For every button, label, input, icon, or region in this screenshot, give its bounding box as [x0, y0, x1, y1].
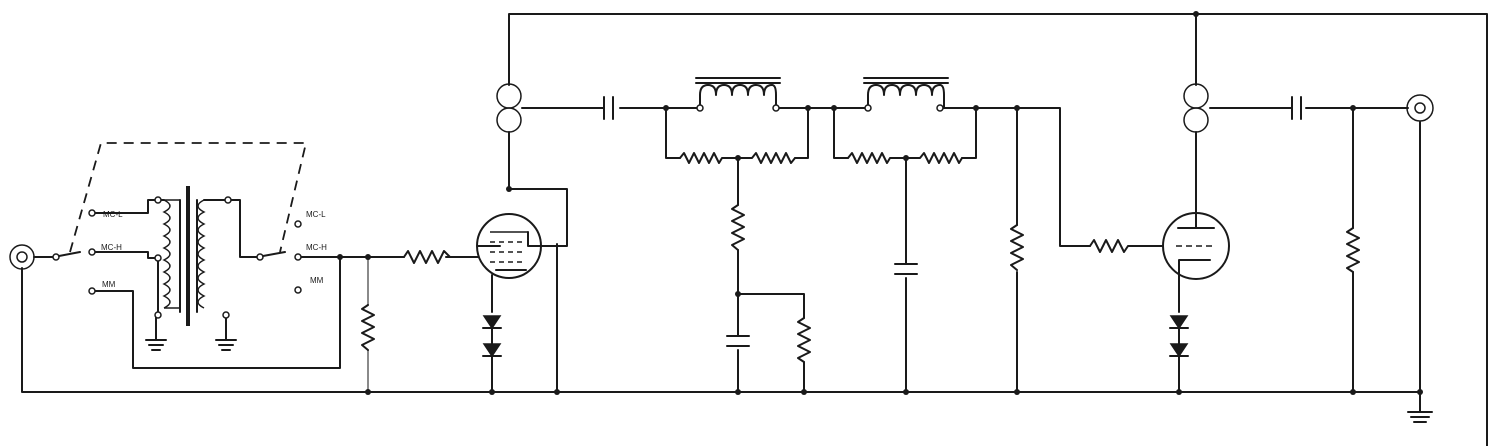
- switch-label-mc-l-right: MC-L: [306, 210, 326, 219]
- diode-pair-v1: [482, 315, 502, 363]
- ground-symbol-1: [145, 339, 167, 351]
- right-selector-switch: MC-L MC-H MM: [256, 210, 327, 294]
- triode-tube-v2: [1162, 212, 1230, 280]
- choke-1: [695, 77, 781, 112]
- switch-label-mc-h-left: MC-H: [101, 243, 122, 252]
- step-up-transformer: [154, 186, 232, 326]
- switch-label-mm-right: MM: [310, 276, 324, 285]
- capacitor-coupling-1: [603, 96, 614, 120]
- resistor-network-1-left: [679, 152, 739, 164]
- ground-symbol-2: [215, 339, 237, 351]
- junction-dots: [337, 11, 1423, 395]
- resistor-vertical-3: [1010, 224, 1024, 271]
- resistor-output-shunt: [1346, 227, 1360, 273]
- resistor-input-shunt: [361, 304, 375, 351]
- input-jack: [9, 244, 35, 270]
- switch-label-mc-h-right: MC-H: [306, 243, 327, 252]
- resistor-network-2-left: [847, 152, 907, 164]
- capacitor-vertical-2: [894, 263, 918, 275]
- switch-gang-linkage: [69, 142, 308, 253]
- resistor-input-series: [403, 250, 451, 264]
- resistor-vertical-1: [731, 204, 745, 251]
- capacitor-vertical-1: [726, 335, 750, 347]
- ground-symbol-output: [1407, 411, 1433, 423]
- switch-label-mc-l-left: MC-L: [103, 210, 123, 219]
- resistor-grid-stopper: [1089, 239, 1133, 253]
- resistor-network-2-right: [905, 152, 963, 164]
- resistor-vertical-2: [797, 317, 811, 363]
- choke-2: [863, 77, 949, 112]
- output-jack: [1406, 94, 1434, 122]
- left-selector-switch: MC-L MC-H MM: [52, 209, 123, 295]
- current-source-2: [1183, 83, 1209, 133]
- resistor-network-1-right: [737, 152, 796, 164]
- diode-pair-v2: [1169, 315, 1189, 363]
- switch-label-mm-left: MM: [102, 280, 116, 289]
- pentode-tube-v1: [476, 213, 542, 279]
- current-source-1: [496, 83, 522, 133]
- capacitor-coupling-2: [1291, 96, 1302, 120]
- wiring: [21, 13, 1488, 446]
